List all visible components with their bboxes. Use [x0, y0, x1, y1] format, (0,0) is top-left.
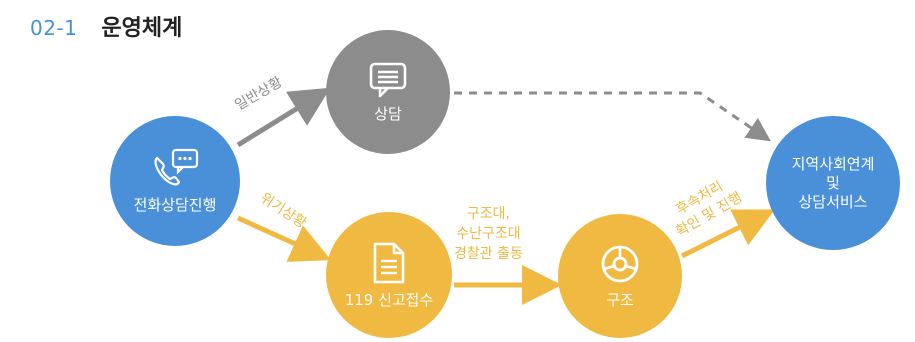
section-number: 02-1	[30, 16, 78, 40]
node-rescue: 구조	[558, 214, 682, 338]
document-icon	[373, 242, 405, 284]
node-label: 구조	[606, 291, 634, 309]
node-label-line2: 및	[826, 173, 840, 192]
message-icon	[369, 62, 407, 98]
section-heading: 02-1 운영체계	[30, 10, 183, 41]
node-label: 상담	[374, 105, 402, 123]
section-title: 운영체계	[101, 16, 183, 41]
node-label-line3: 상담서비스	[798, 192, 868, 211]
edge-label-dispatch-line3: 경찰관 출동	[454, 246, 523, 262]
node-label: 전화상담진행	[133, 196, 217, 214]
arrow-followup	[680, 209, 775, 259]
arrow-dashed	[454, 91, 771, 142]
node-119-report: 119 신고접수	[326, 212, 452, 338]
node-phone-counseling: 전화상담진행	[110, 116, 240, 246]
node-community-services: 지역사회연계 및 상담서비스	[766, 116, 900, 250]
arrow-crisis	[236, 215, 332, 262]
edge-label-dispatch-line1: 구조대,	[466, 206, 510, 222]
node-label: 119 신고접수	[344, 291, 434, 309]
edge-label-dispatch-line2: 수난구조대	[456, 226, 521, 242]
phone-chat-icon	[154, 148, 199, 186]
arrow-normal	[236, 87, 331, 148]
node-label-line1: 지역사회연계	[791, 154, 875, 173]
node-counseling: 상담	[326, 30, 450, 154]
edge-label-dispatch: 구조대, 수난구조대 경찰관 출동	[454, 204, 523, 264]
lifebuoy-icon	[601, 245, 639, 283]
